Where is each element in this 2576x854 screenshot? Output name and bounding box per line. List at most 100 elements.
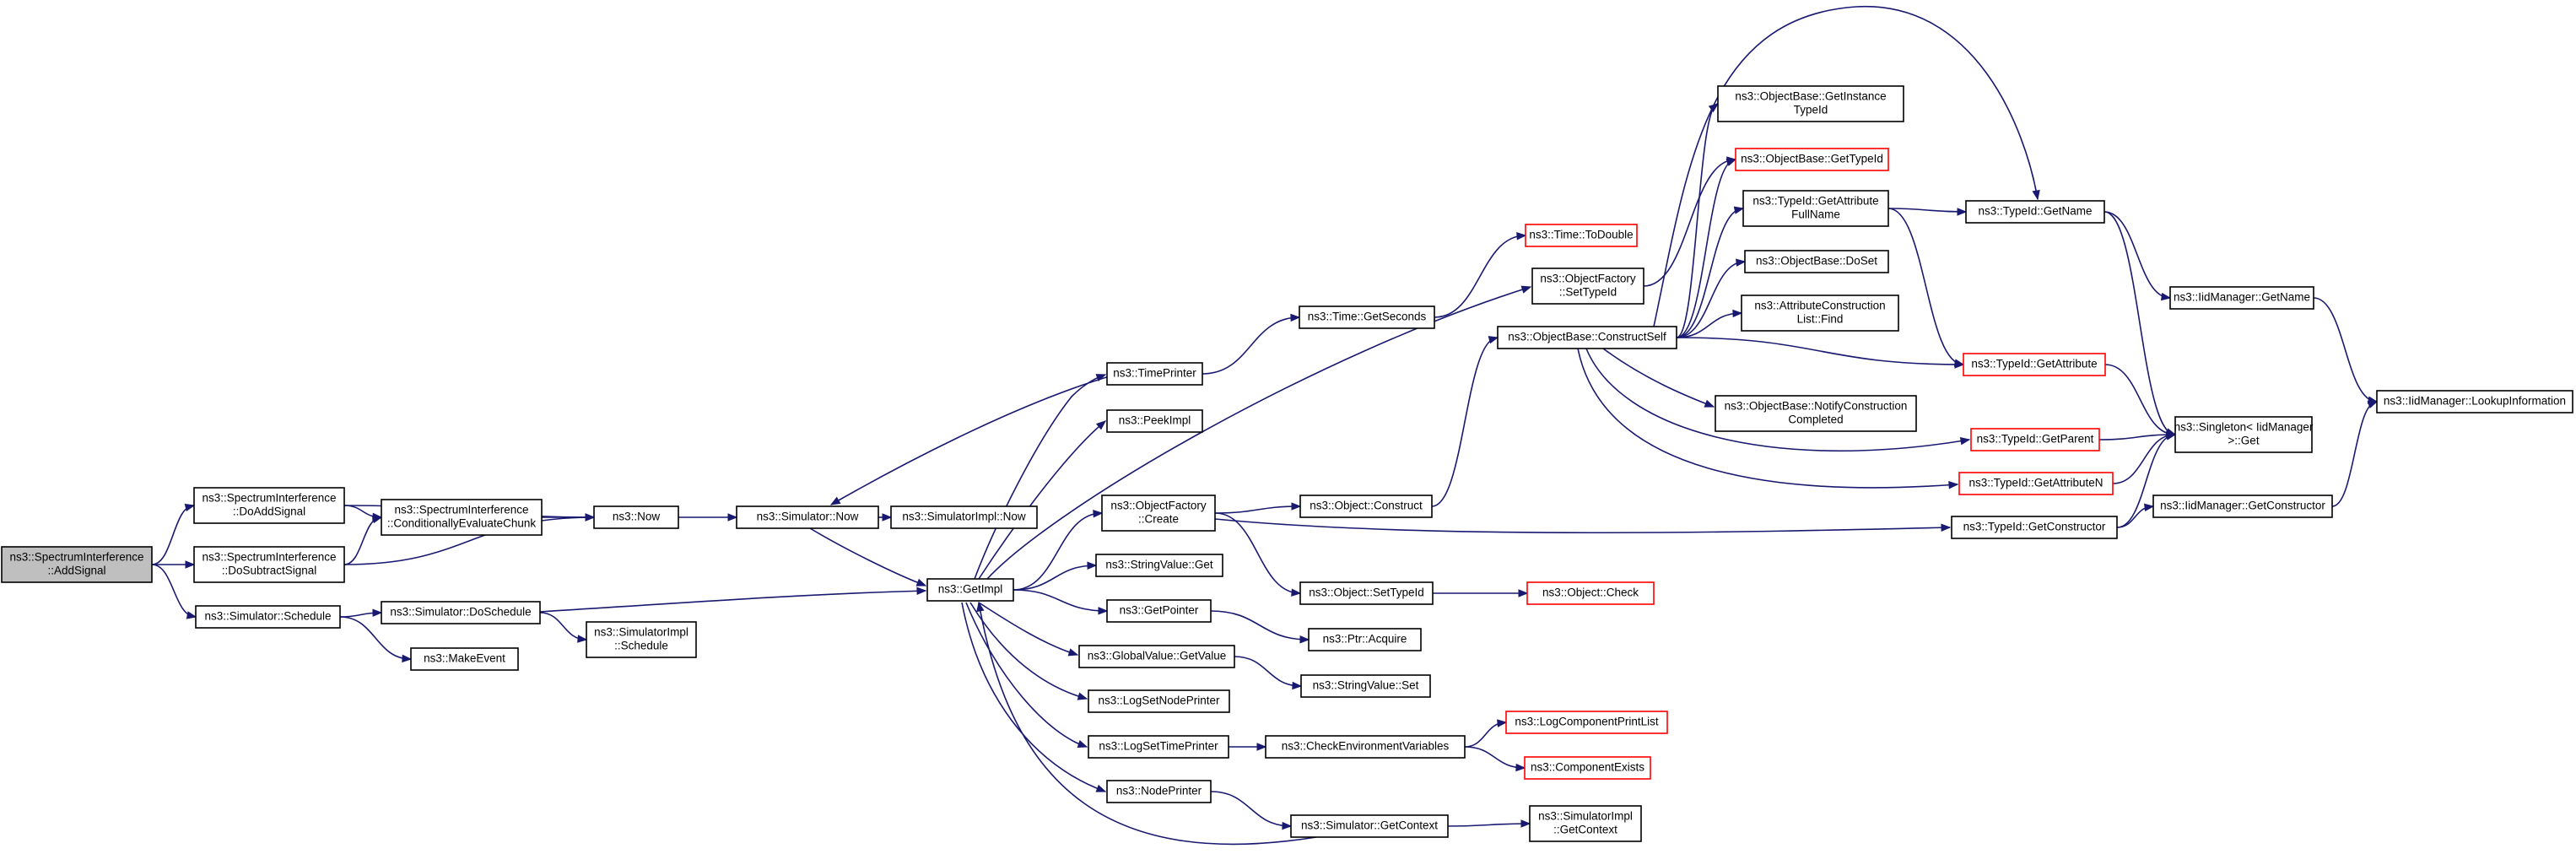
function-node[interactable]: ns3::Time::GetSeconds xyxy=(1299,305,1435,329)
function-node[interactable]: ns3::ObjectBase::NotifyConstructionCompl… xyxy=(1715,395,1917,432)
edge-line xyxy=(539,612,587,640)
call-edge xyxy=(1214,518,1952,534)
function-node[interactable]: ns3::Simulator::GetContext xyxy=(1290,814,1449,838)
function-node[interactable]: ns3::Time::ToDouble xyxy=(1525,224,1638,247)
function-node[interactable]: ns3::GlobalValue::GetValue xyxy=(1078,645,1235,668)
node-box xyxy=(1524,756,1651,780)
node-box xyxy=(926,578,1014,602)
edge-line xyxy=(1210,791,1292,827)
call-edge xyxy=(1013,589,1109,615)
node-label: ns3::GetPointer xyxy=(1120,604,1199,617)
call-edge xyxy=(1676,337,1965,369)
arrowhead-icon xyxy=(185,560,196,569)
node-box xyxy=(1106,780,1212,803)
function-node[interactable]: ns3::CheckEnvironmentVariables xyxy=(1265,735,1466,759)
call-edge xyxy=(1013,561,1098,591)
function-node[interactable]: ns3::Object::Check xyxy=(1526,581,1655,605)
function-node[interactable]: ns3::ObjectFactory::Create xyxy=(1101,495,1216,532)
function-node[interactable]: ns3::ObjectBase::DoSet xyxy=(1744,250,1889,273)
arrowhead-icon xyxy=(1497,719,1508,727)
node-label: ns3::Simulator::GetContext xyxy=(1301,819,1438,832)
function-node[interactable]: ns3::StringValue::Set xyxy=(1300,674,1431,698)
node-label: ns3::TimePrinter xyxy=(1113,367,1196,380)
function-node[interactable]: ns3::TimePrinter xyxy=(1106,362,1203,386)
call-edges xyxy=(151,6,2379,846)
function-node[interactable]: ns3::GetPointer xyxy=(1106,599,1212,623)
function-node[interactable]: ns3::Singleton< IidManager>::Get xyxy=(2174,416,2314,453)
arrowhead-icon xyxy=(727,513,738,522)
function-node[interactable]: ns3::Simulator::Schedule xyxy=(195,605,341,629)
function-node[interactable]: ns3::Ptr::Acquire xyxy=(1308,628,1422,651)
function-node[interactable]: ns3::IidManager::LookupInformation xyxy=(2376,390,2573,413)
arrowhead-icon xyxy=(1959,437,1971,446)
function-node[interactable]: ns3::NodePrinter xyxy=(1106,780,1212,803)
arrowhead-icon xyxy=(2165,432,2177,441)
function-node[interactable]: ns3::SpectrumInterference::DoAddSignal xyxy=(193,487,345,524)
function-node[interactable]: ns3::ComponentExists xyxy=(1524,756,1651,780)
function-node[interactable]: ns3::Simulator::DoSchedule xyxy=(381,601,541,624)
function-node[interactable]: ns3::LogSetNodePrinter xyxy=(1088,689,1230,713)
function-node[interactable]: ns3::MakeEvent xyxy=(410,647,519,671)
function-node[interactable]: ns3::SimulatorImpl::Now xyxy=(890,505,1038,529)
function-node[interactable]: ns3::PeekImpl xyxy=(1106,409,1203,433)
function-node[interactable]: ns3::SimulatorImpl::Schedule xyxy=(586,621,697,658)
node-label: ::GetContext xyxy=(1553,824,1617,836)
edge-line xyxy=(1447,823,1531,827)
call-edge xyxy=(969,602,1088,700)
function-node[interactable]: ns3::GetImpl xyxy=(926,578,1014,602)
node-label: ::SetTypeId xyxy=(1559,286,1617,299)
function-node[interactable]: ns3::Now xyxy=(593,505,679,529)
function-node[interactable]: ns3::TypeId::GetParent xyxy=(1970,428,2100,451)
edge-line xyxy=(151,505,195,565)
function-node[interactable]: ns3::SpectrumInterference::DoSubtractSig… xyxy=(193,546,345,583)
function-node[interactable]: ns3::SpectrumInterference::Conditionally… xyxy=(381,499,543,536)
function-node[interactable]: ns3::ObjectBase::ConstructSelf xyxy=(1497,326,1677,349)
function-node[interactable]: ns3::SimulatorImpl::GetContext xyxy=(1529,805,1642,842)
call-edge xyxy=(1228,743,1267,751)
function-node[interactable]: ns3::TypeId::GetName xyxy=(1965,200,2105,224)
arrowhead-icon xyxy=(2160,292,2172,301)
node-box xyxy=(1299,305,1435,329)
call-edge xyxy=(2112,431,2177,484)
call-edge xyxy=(986,285,1532,580)
node-box xyxy=(410,647,519,671)
function-node[interactable]: ns3::ObjectBase::GetTypeId xyxy=(1735,148,1889,171)
function-node[interactable]: ns3::IidManager::GetName xyxy=(2169,286,2314,310)
function-node[interactable]: ns3::StringValue::Get xyxy=(1095,554,1223,577)
edge-line xyxy=(809,527,926,586)
call-edge xyxy=(1210,610,1310,644)
edge-line xyxy=(1464,746,1526,769)
function-node[interactable]: ns3::Simulator::Now xyxy=(736,505,879,529)
edge-line xyxy=(1653,6,2039,327)
function-node[interactable]: ns3::TypeId::GetAttributeN xyxy=(1958,472,2114,495)
function-node[interactable]: ns3::ObjectFactory::SetTypeId xyxy=(1531,268,1644,305)
node-label: ns3::ObjectBase::GetInstance xyxy=(1735,90,1886,103)
function-node[interactable]: ns3::IidManager::GetConstructor xyxy=(2152,495,2333,518)
edge-line xyxy=(1434,235,1526,318)
function-node[interactable]: ns3::LogComponentPrintList xyxy=(1505,711,1668,734)
function-node[interactable]: ns3::Object::SetTypeId xyxy=(1299,581,1434,605)
node-box xyxy=(193,487,345,524)
call-edge xyxy=(542,513,596,522)
function-node[interactable]: ns3::LogSetTimePrinter xyxy=(1088,735,1229,759)
function-node[interactable]: ns3::SpectrumInterference::AddSignal xyxy=(1,546,153,583)
function-node[interactable]: ns3::Object::Construct xyxy=(1299,495,1433,518)
call-edge xyxy=(343,515,383,565)
call-edge xyxy=(539,586,927,613)
arrowhead-icon xyxy=(1256,743,1267,751)
call-edge xyxy=(829,375,1113,505)
call-edge xyxy=(1210,791,1293,830)
arrowhead-icon xyxy=(1299,635,1310,644)
edge-line xyxy=(1234,656,1302,687)
arrowhead-icon xyxy=(1087,561,1098,570)
function-node[interactable]: ns3::TypeId::GetAttribute xyxy=(1963,353,2106,376)
edge-line xyxy=(2112,434,2176,484)
edge-line xyxy=(2098,434,2176,441)
node-label: ns3::TypeId::GetParent xyxy=(1977,433,2094,446)
edge-line xyxy=(1577,348,1958,489)
node-box xyxy=(1531,268,1644,305)
function-node[interactable]: ns3::TypeId::GetConstructor xyxy=(1951,516,2118,539)
